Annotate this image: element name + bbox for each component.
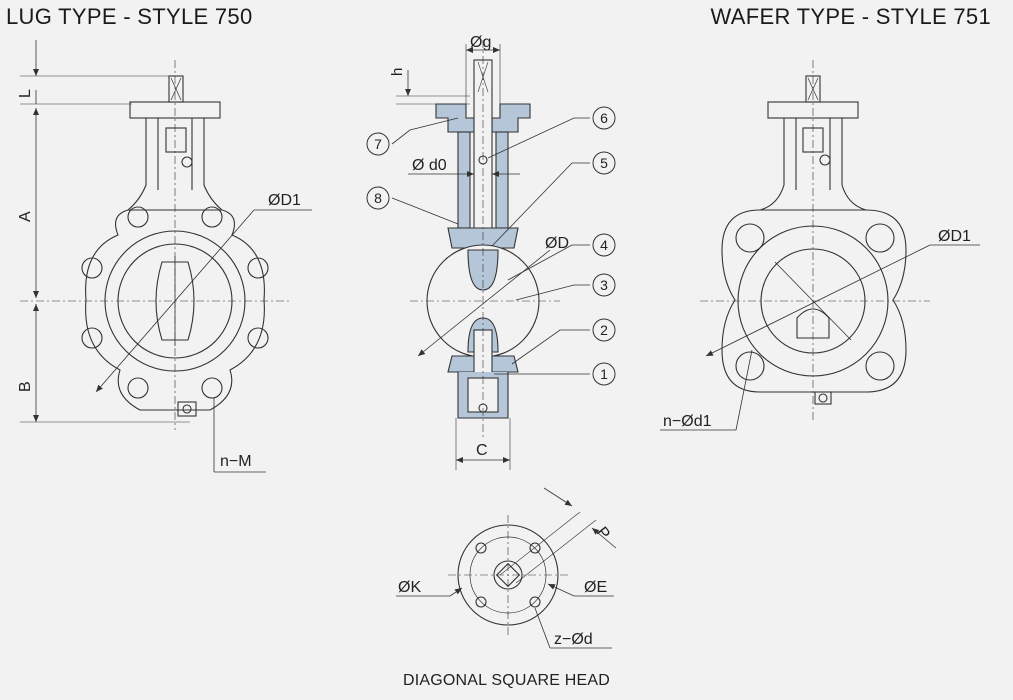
square-head-caption: DIAGONAL SQUARE HEAD bbox=[402, 672, 610, 689]
head-bore bbox=[493, 560, 523, 590]
wafer-body bbox=[721, 209, 907, 393]
section-flange-right bbox=[491, 103, 531, 133]
lug-neck-window bbox=[165, 127, 187, 153]
head-square bbox=[495, 562, 521, 588]
callout-6: 6 bbox=[600, 110, 608, 126]
wafer-type-view bbox=[660, 60, 980, 431]
callout-3: 3 bbox=[600, 277, 608, 293]
square-head-view bbox=[396, 487, 617, 649]
wafer-disc-hub bbox=[796, 308, 830, 339]
section-neck-right bbox=[495, 131, 509, 229]
callout-1: 1 bbox=[600, 366, 608, 382]
callout-8: 8 bbox=[374, 190, 382, 206]
dim-P-label: P bbox=[593, 524, 613, 543]
dim-D-label: ØD bbox=[545, 235, 569, 252]
callout-numbers: 1 2 3 4 5 6 7 8 bbox=[374, 110, 608, 382]
dim-B-label: B bbox=[17, 381, 34, 392]
wafer-neck bbox=[759, 118, 867, 211]
callout-7: 7 bbox=[374, 136, 382, 152]
dim-nd1-label: n−Ød1 bbox=[663, 413, 712, 430]
wafer-dim-D1-label: ØD1 bbox=[938, 228, 971, 245]
callout-4: 4 bbox=[600, 237, 608, 253]
dim-zd-label: z−Ød bbox=[554, 631, 593, 648]
lug-stem-square bbox=[168, 75, 184, 103]
lug-type-view bbox=[20, 40, 312, 473]
wafer-bolt-holes bbox=[735, 223, 895, 381]
section-flange-left bbox=[435, 103, 475, 133]
lug-disc bbox=[155, 261, 195, 341]
lug-bottom-plug bbox=[177, 401, 197, 417]
dim-h-label: h bbox=[389, 68, 406, 76]
lug-dim-D1-label: ØD1 bbox=[268, 192, 301, 209]
callout-5: 5 bbox=[600, 155, 608, 171]
dim-nM-label: n−M bbox=[220, 453, 252, 470]
section-view bbox=[366, 40, 616, 470]
section-neck-left bbox=[457, 131, 471, 229]
dim-E-label: ØE bbox=[584, 579, 607, 596]
lug-neck bbox=[127, 118, 223, 211]
callout-2: 2 bbox=[600, 322, 608, 338]
head-outer-circle bbox=[457, 524, 559, 626]
lug-bolt-holes bbox=[81, 206, 269, 399]
wafer-type-title: WAFER TYPE - STYLE 751 bbox=[710, 4, 991, 29]
dim-d0-label: Ø d0 bbox=[412, 157, 447, 174]
dim-A-label: A bbox=[17, 211, 34, 222]
dim-C-label: C bbox=[476, 442, 488, 459]
dim-L-label: L bbox=[17, 89, 34, 98]
lug-body bbox=[85, 209, 265, 411]
lug-type-title: LUG TYPE - STYLE 750 bbox=[6, 4, 253, 29]
dim-g-label: Øg bbox=[470, 34, 491, 51]
dim-K-label: ØK bbox=[398, 579, 421, 596]
